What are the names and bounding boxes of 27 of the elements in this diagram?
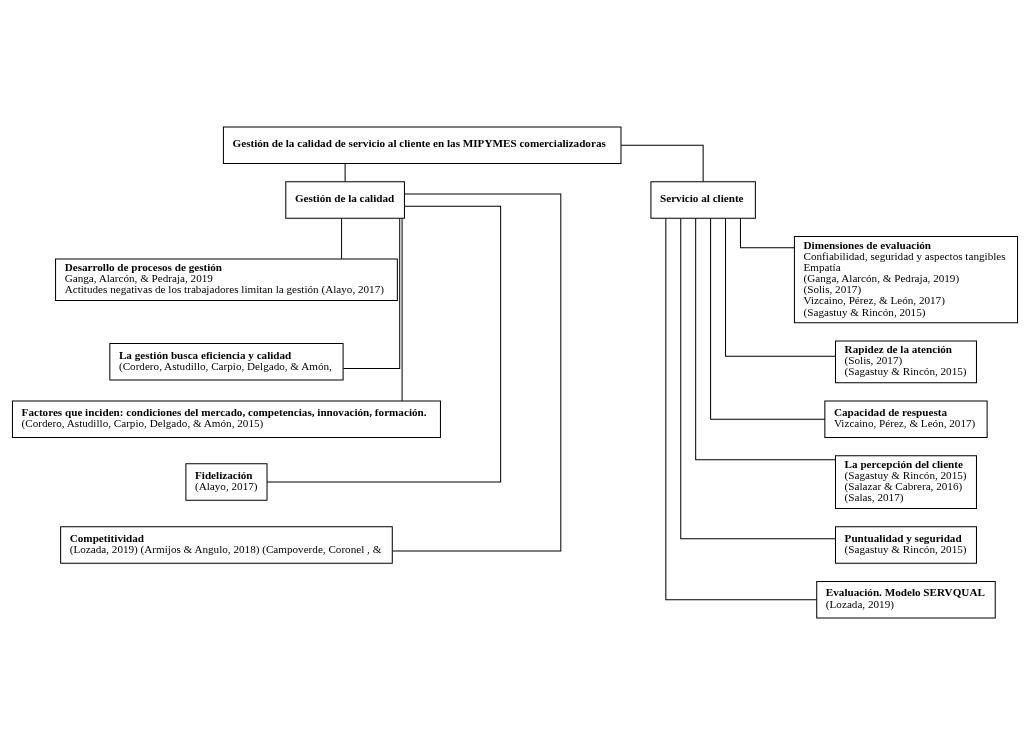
node-box: Servicio al cliente	[650, 181, 756, 219]
connector	[695, 217, 836, 461]
connector	[266, 205, 502, 483]
connector	[739, 217, 795, 249]
node-box: Competitividad (Lozada, 2019) (Armijos & Angulo, 2018) (Campoverde, Coronel , &	[60, 526, 393, 564]
node-box: Factores que inciden: condiciones del mercado, competencias, innovación, formación. (Cordero, Astudillo, Carpio, Delgado, & Amón, 2015)	[11, 400, 441, 438]
connector	[710, 217, 826, 420]
connector	[344, 163, 346, 183]
node-box: La percepción del cliente (Sagastuy & Rincón, 2015) (Salazar & Cabrera, 2016) (Salas, 2017)	[835, 455, 977, 509]
node-box: Rapidez de la atención (Solis, 2017) (Sagastuy & Rincón, 2015)	[835, 340, 977, 384]
node-box: Dimensiones de evaluación Confiabilidad, seguridad y aspectos tangibles Empatía (Ganga, Alarcón, & Pedraja, 2019) (Solis, 2017) Vizcaino, Pérez, & León, 2017) (Sagastuy & Rincón, 2015)	[793, 236, 1019, 324]
node-box: Puntualidad y seguridad (Sagastuy & Rincón, 2015)	[835, 526, 977, 564]
connector	[401, 217, 403, 402]
connector	[341, 218, 343, 260]
node-box: Desarrollo de procesos de gestión Ganga, Alarcón, & Pedraja, 2019 Actitudes negativas de los trabajadores limitan la gestión (Alayo, 2017)	[55, 258, 398, 301]
connector	[620, 144, 704, 183]
connector	[680, 218, 836, 540]
node-box: Gestión de la calidad	[285, 181, 405, 219]
node-box: Fidelización (Alayo, 2017)	[185, 463, 268, 501]
node-box: La gestión busca eficiencia y calidad (Cordero, Astudillo, Carpio, Delgado, & Amón,	[109, 343, 344, 381]
connector	[392, 193, 562, 552]
connector	[725, 218, 836, 357]
connector	[665, 218, 818, 601]
connector	[342, 217, 401, 369]
node-box: Evaluación. Modelo SERVQUAL (Lozada, 2019)	[816, 580, 996, 619]
node-box: Gestión de la calidad de servicio al cliente en las MIPYMES comercializadoras	[222, 126, 622, 165]
node-box: Capacidad de respuesta Vizcaino, Pérez, & León, 2017)	[824, 400, 988, 438]
